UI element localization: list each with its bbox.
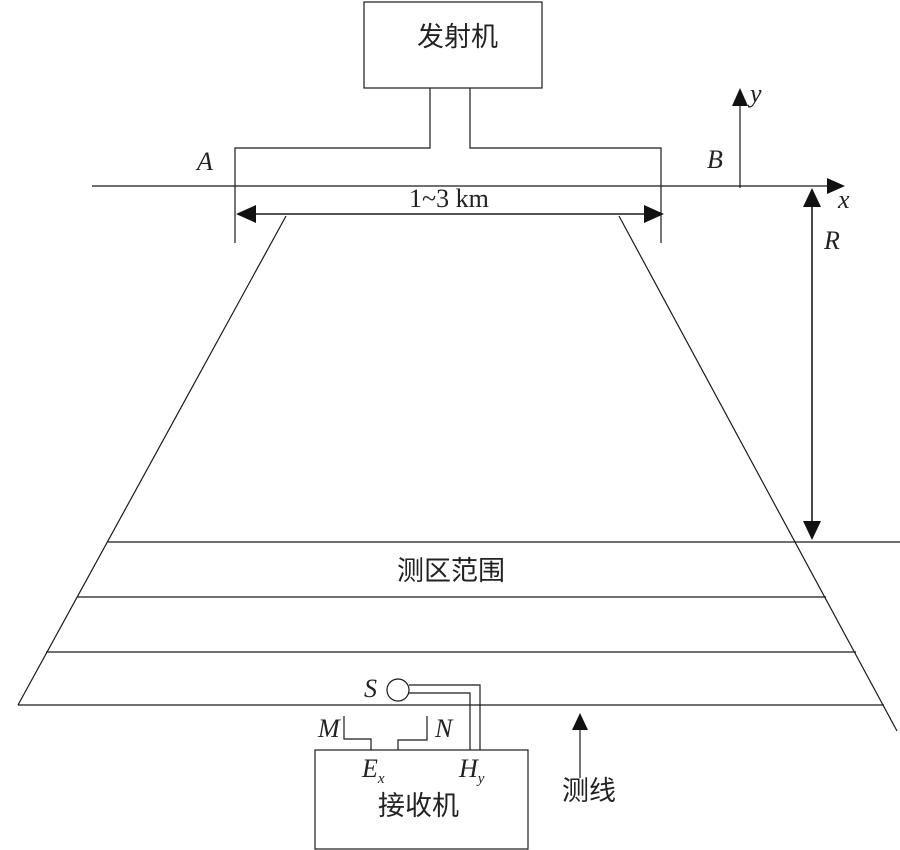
span-label: 1~3 km [409, 184, 489, 213]
r-arrow-bottom [803, 521, 821, 540]
span-arrow-right [644, 205, 664, 223]
transmitter-lead-left [234, 88, 431, 243]
transmitter-box [363, 1, 543, 89]
electrode-n-lead [397, 716, 428, 750]
receiver-label: 接收机 [378, 791, 459, 822]
channel-hy-label: Hy [458, 754, 485, 787]
transmitter-label: 发射机 [417, 22, 498, 53]
distance-r-label: R [823, 226, 840, 255]
y-axis-label: y [747, 79, 762, 108]
y-axis-arrow [732, 88, 748, 106]
channel-e-subscript: x [377, 771, 385, 787]
sensor-lead-outer [409, 684, 481, 750]
x-axis-arrow [827, 178, 845, 194]
channel-h-subscript: y [476, 771, 485, 787]
survey-cone-right [618, 215, 898, 732]
transmitter-lead-right [469, 88, 662, 243]
sensor-s-label: S [364, 674, 377, 703]
channel-e-text: E [361, 754, 378, 783]
r-arrow-top [803, 188, 821, 207]
x-axis-label: x [837, 185, 850, 214]
channel-ex-label: Ex [361, 754, 385, 787]
survey-area-label: 测区范围 [397, 556, 505, 587]
span-arrow-left [236, 205, 256, 223]
electrode-m-label: M [317, 714, 341, 743]
survey-direction-arrow [572, 713, 588, 730]
channel-h-text: H [458, 754, 479, 783]
electrode-m-lead [343, 716, 372, 750]
survey-line-label: 测线 [562, 776, 616, 807]
receiver-box [314, 749, 529, 850]
electrode-n-label: N [434, 714, 454, 743]
electrode-b-label: B [707, 145, 723, 174]
sensor-lead-inner [409, 692, 471, 750]
electrode-a-label: A [195, 147, 213, 176]
sensor-coil [386, 678, 410, 702]
survey-cone-left [17, 215, 287, 706]
